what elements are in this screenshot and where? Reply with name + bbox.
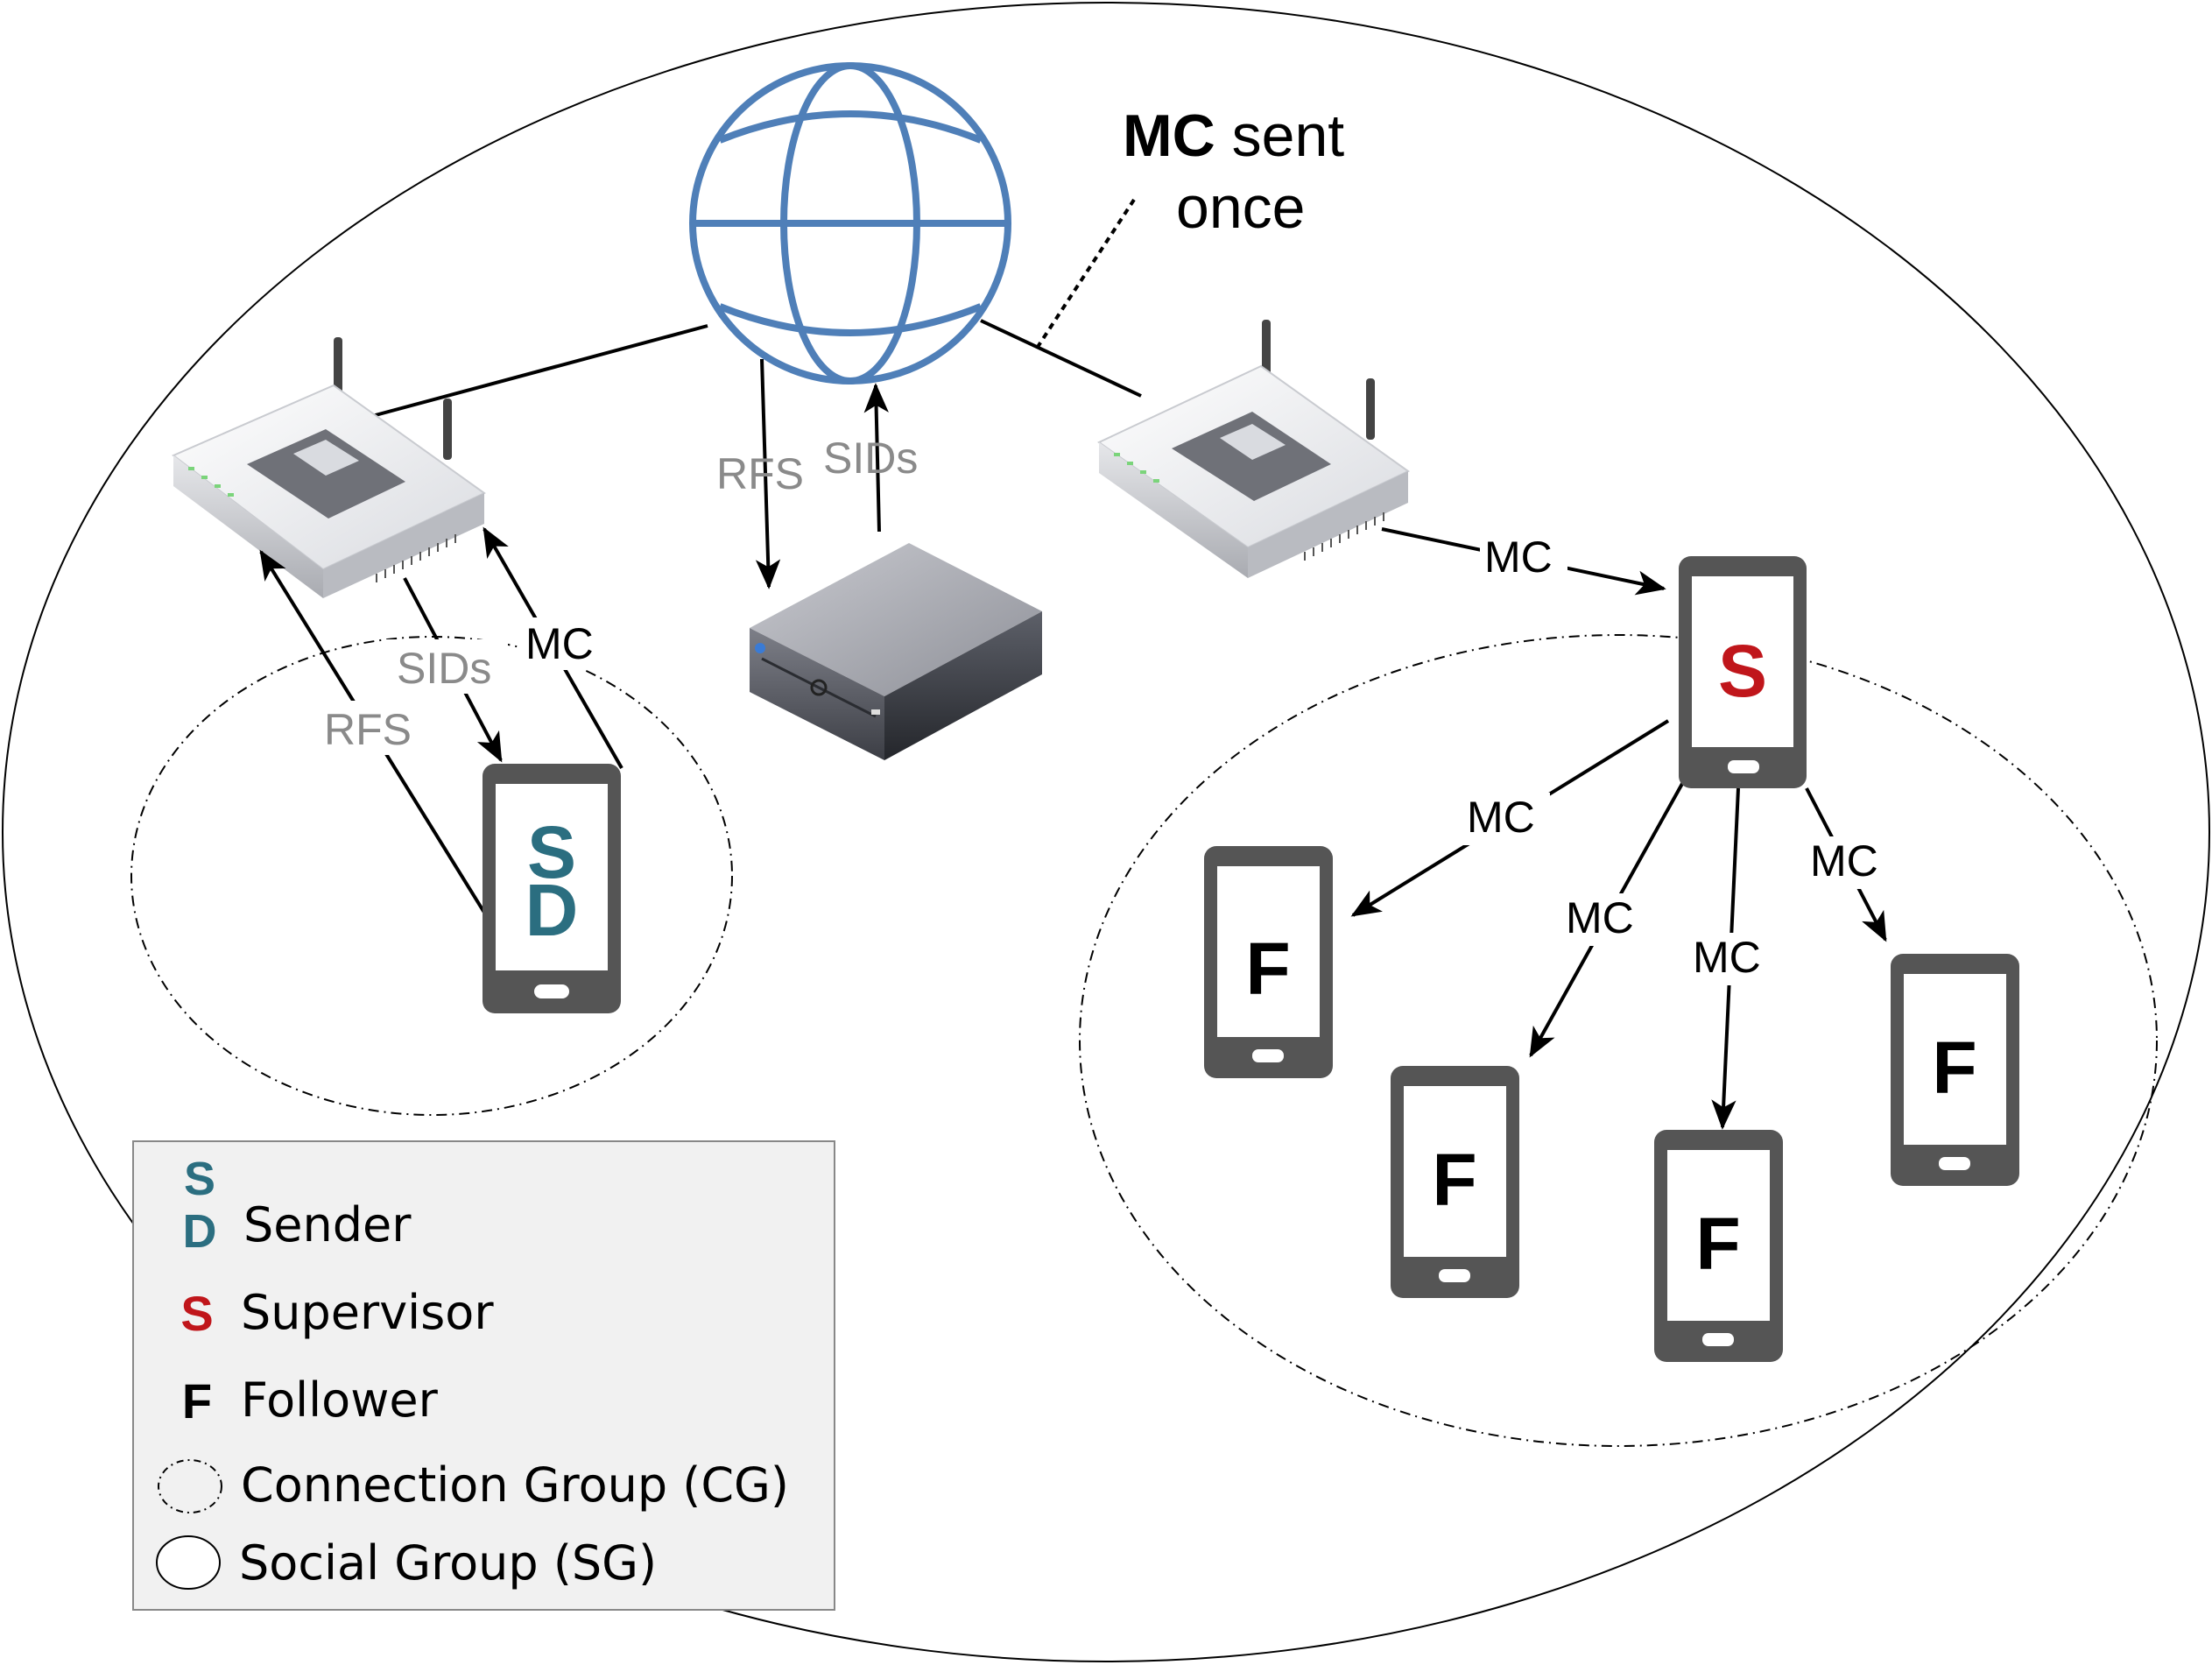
follower-phone: F — [1891, 954, 2019, 1186]
legend: S D Sender S Supervisor F Follower Conne… — [132, 1140, 835, 1611]
svg-text:F: F — [1432, 1139, 1476, 1221]
legend-supervisor-icon: S — [180, 1286, 213, 1341]
link-globe-right-router — [980, 319, 1142, 398]
arrow-rfs-center — [755, 358, 781, 589]
label-rfs-center: RFS — [716, 449, 804, 498]
legend-cg-label: Connection Group (CG) — [241, 1457, 789, 1513]
annotation-mc-sent: MC sent — [1123, 102, 1344, 169]
follower-phone: F — [1654, 1130, 1783, 1362]
legend-sg-icon — [156, 1535, 221, 1590]
legend-sg-label: Social Group (SG) — [239, 1535, 657, 1591]
right-router-icon — [1097, 320, 1410, 578]
follower-phone: F — [1391, 1066, 1519, 1298]
server-icon — [750, 543, 1042, 760]
left-router-icon — [172, 337, 486, 598]
label-mc-left: MC — [525, 619, 594, 668]
supervisor-phone: S — [1679, 556, 1807, 788]
svg-text:F: F — [1245, 928, 1290, 1010]
connection-group-left — [130, 636, 733, 1116]
legend-follower-icon: F — [182, 1373, 212, 1429]
label-sids-center: SIDs — [823, 434, 918, 483]
arrow-sids-center — [863, 383, 889, 533]
label-mc-supervisor-f2: MC — [1566, 893, 1634, 942]
legend-follower-label: Follower — [241, 1372, 439, 1428]
legend-sender-label: Sender — [243, 1197, 412, 1252]
label-mc-supervisor-f3: MC — [1693, 933, 1761, 982]
legend-cg-icon — [158, 1459, 222, 1513]
sender-phone: S D — [483, 764, 621, 1013]
connection-group-right — [1079, 634, 2158, 1447]
internet-globe-icon — [689, 62, 1011, 385]
link-globe-left-router — [371, 324, 708, 418]
label-mc-router-supervisor: MC — [1484, 533, 1553, 582]
svg-text:S: S — [1718, 630, 1767, 712]
label-mc-supervisor-f1: MC — [1467, 793, 1535, 842]
annotation-once: once — [1176, 174, 1305, 241]
legend-sender-icon: S — [184, 1153, 215, 1205]
legend-sender-icon-d: D — [183, 1205, 217, 1258]
svg-text:F: F — [1932, 1027, 1976, 1109]
follower-phone: F — [1204, 846, 1333, 1078]
svg-text:F: F — [1695, 1203, 1740, 1285]
label-rfs-left: RFS — [324, 705, 412, 754]
svg-text:S: S — [527, 811, 576, 893]
legend-supervisor-label: Supervisor — [241, 1285, 494, 1340]
svg-text:D: D — [525, 869, 579, 951]
label-mc-supervisor-f4: MC — [1810, 836, 1878, 885]
label-sids-left: SIDs — [397, 644, 491, 693]
annotation-pointer — [1036, 198, 1136, 349]
